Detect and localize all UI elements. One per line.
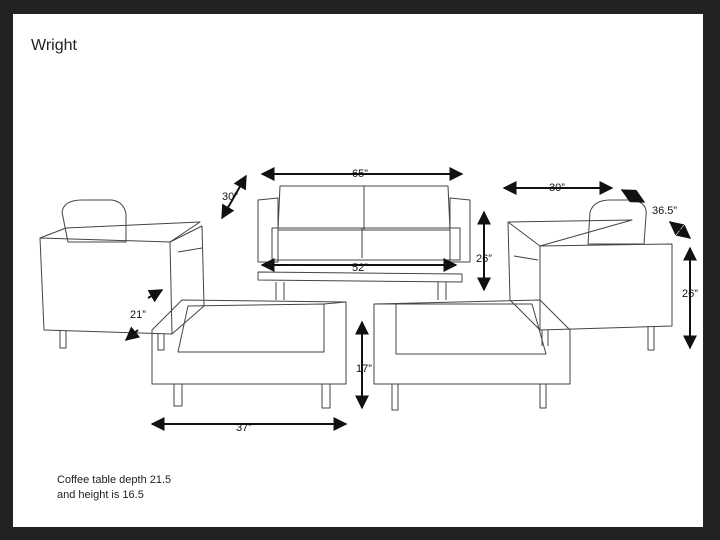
coffee-table: [257, 271, 463, 300]
loveseat-width-label: 65”: [352, 168, 368, 180]
chair-diagonal-label: 36.5”: [652, 205, 677, 217]
note-line-2: and height is 16.5: [57, 489, 144, 501]
ottoman-depth-label: 21”: [130, 309, 146, 321]
ottoman-height-label: 17”: [356, 363, 372, 375]
left-armchair: [39, 199, 205, 351]
coffee-table-width-label: 52”: [352, 262, 368, 274]
note-text: Coffee table depth 21.5 and height is 16…: [57, 473, 171, 503]
page-title: Wright: [31, 37, 77, 54]
chair-width-label: 30”: [549, 182, 565, 194]
right-armchair: [507, 199, 673, 351]
chair-height-label: 26”: [682, 288, 698, 300]
note-line-1: Coffee table depth 21.5: [57, 474, 172, 486]
ottoman-width-label: 37”: [236, 422, 252, 434]
right-ottoman: [373, 299, 571, 411]
left-ottoman: [151, 299, 347, 409]
loveseat: [257, 185, 471, 263]
chair-diagonal-arrow-top: [620, 189, 646, 203]
ottoman-depth-arrow-top: [147, 289, 164, 303]
ottoman-depth-arrow-bottom: [124, 326, 141, 341]
loveseat-depth-arrow: [221, 174, 247, 220]
loveseat-depth-label: 30”: [222, 191, 238, 203]
chair-diagonal-arrow-bottom: [668, 221, 692, 239]
loveseat-height-label: 26”: [476, 253, 492, 265]
